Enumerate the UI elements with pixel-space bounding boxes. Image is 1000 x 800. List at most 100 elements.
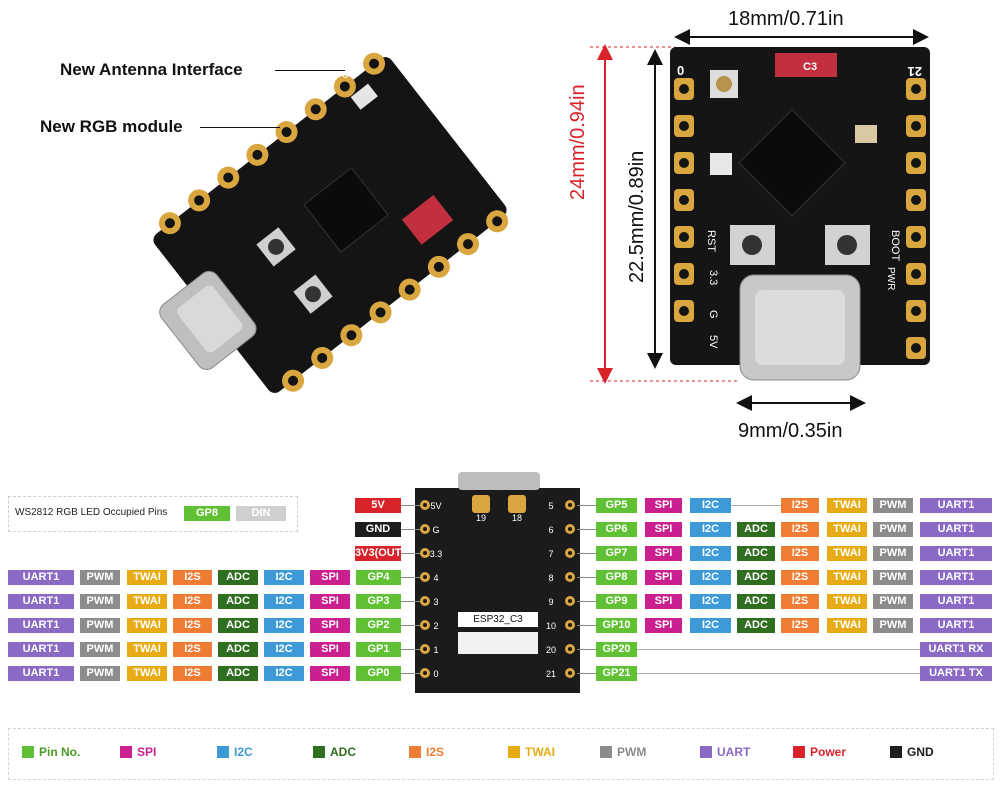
left-pin-0-tag-5: I2C [264,666,304,681]
front-board-dimension-drawing: 21 0 C3 RST BOOT PWR 3.3 G 5V [590,29,930,411]
power-pin-num-2: 3.3 [429,549,443,559]
left-pin-1-tag-6: SPI [310,642,350,657]
right-pin-10-tag-6: PWM [873,618,913,633]
front-3v3-label: 3.3 [707,270,719,285]
right-line-1 [577,529,596,530]
legend-label-adc: ADC [330,745,356,759]
legend-label-i2c: I2C [234,745,253,759]
inner-height-label: 22.5mm/0.89in [626,150,648,283]
left-line-2 [401,625,421,626]
left-pin-3-tag-2: TWAI [127,594,167,609]
legend-swatch-spi [120,746,132,758]
right-pin-10-tag-0: GP10 [596,618,637,633]
right-line-6 [577,649,596,650]
right-pin-8-tag-6: PWM [873,570,913,585]
front-g-label: G [707,310,719,319]
right-pin-7-tag-4: I2S [781,546,819,561]
right-pin-num-6: 20 [545,645,556,655]
right-pin-8-tag-5: TWAI [827,570,867,585]
right-pin-8-tag-7: UART1 [920,570,992,585]
legend-label-spi: SPI [137,745,157,759]
legend-item-pwm: PWM [600,741,646,763]
right-pin-7-tag-2: I2C [690,546,731,561]
right-line-4 [577,601,596,602]
left-pin-0-tag-4: ADC [218,666,258,681]
right-pin-9-tag-3: ADC [737,594,775,609]
legend-swatch-i2s [409,746,421,758]
power-pin-hole-0-center [423,503,427,507]
pad-19-label: 19 [476,513,487,523]
left-pin-0-tag-2: TWAI [127,666,167,681]
right-pin-6-tag-4: I2S [781,522,819,537]
left-line-0 [401,577,421,578]
left-pin-2-tag-7: GP2 [356,618,401,633]
power-pin-hole-1-center [423,527,427,531]
left-pin-1-tag-5: I2C [264,642,304,657]
right-pin-hole-3-center [568,575,572,579]
right-pin-9-tag-6: PWM [873,594,913,609]
right-pin-hole-5-center [568,623,572,627]
left-pin-num-0: 4 [433,573,439,583]
left-pin-4-tag-3: I2S [173,570,212,585]
left-pin-1-tag-7: GP1 [356,642,401,657]
left-pin-1-tag-2: TWAI [127,642,167,657]
rgb-callout: New RGB module [40,117,183,136]
right-pin-num-4: 9 [548,597,554,607]
right-pin-10-tag-5: TWAI [827,618,867,633]
right-pin-5-tag-0: GP5 [596,498,637,513]
right-pin-10-tag-1: SPI [645,618,682,633]
left-pin-2-tag-5: I2C [264,618,304,633]
back-board [415,488,580,693]
right-pin-6-tag-6: PWM [873,522,913,537]
right-pin-20-tag-0: GP20 [596,642,637,657]
left-pin-2-tag-6: SPI [310,618,350,633]
antenna-callout-line [275,70,345,71]
front-pin0-label: 0 [677,63,684,78]
right-pin-hole-6-center [568,647,572,651]
right-pin-9-tag-4: I2S [781,594,819,609]
left-pin-0-tag-3: I2S [173,666,212,681]
right-pin-9-tag-0: GP9 [596,594,637,609]
width-dimension-label: 18mm/0.71in [728,8,844,30]
left-pin-1-tag-4: ADC [218,642,258,657]
right-pin-hole-0-center [568,503,572,507]
legend-item-power: Power [793,741,846,763]
right-pin-num-0: 5 [548,501,554,511]
left-line-4 [401,673,421,674]
left-pin-1-tag-3: I2S [173,642,212,657]
right-pin-7-tag-1: SPI [645,546,682,561]
legend-label-gnd: GND [907,745,934,759]
right-pin-8-tag-2: I2C [690,570,731,585]
back-label-area [458,632,538,654]
right-pin-8-tag-3: ADC [737,570,775,585]
right-pin-7-tag-7: UART1 [920,546,992,561]
left-pin-0-tag-6: SPI [310,666,350,681]
legend-label-twai: TWAI [525,745,555,759]
left-pin-4-tag-7: GP4 [356,570,401,585]
left-pin-num-3: 1 [433,645,439,655]
usb-width-label: 9mm/0.35in [738,420,843,442]
right-pin-8-tag-1: SPI [645,570,682,585]
front-pin21-label: 21 [908,64,922,79]
back-chip-label: ESP32_C3 [458,612,538,627]
left-pin-0-tag-0: UART1 [8,666,74,681]
power-tag-0: 5V [355,498,401,513]
power-tag-2: 3V3(OUT) [355,546,406,561]
legend-item-i2c: I2C [217,741,253,763]
left-pin-0-tag-7: GP0 [356,666,401,681]
left-pin-3-tag-0: UART1 [8,594,74,609]
ws2812-din-tag: DIN [236,506,286,521]
power-pin-hole-2-center [423,551,427,555]
left-pin-hole-2-center [423,623,427,627]
legend-label-i2s: I2S [426,745,445,759]
right-line-2 [577,553,596,554]
right-pin-21-tag-1: UART1 TX [920,666,992,681]
pad-18-label: 18 [512,513,523,523]
left-pin-num-1: 3 [433,597,439,607]
left-pin-num-2: 2 [433,621,439,631]
legend-swatch-adc [313,746,325,758]
right-pin-7-tag-5: TWAI [827,546,867,561]
front-pwr-label: PWR [885,267,896,290]
right-pin-6-tag-2: I2C [690,522,731,537]
legend-item-uart: UART [700,741,750,763]
